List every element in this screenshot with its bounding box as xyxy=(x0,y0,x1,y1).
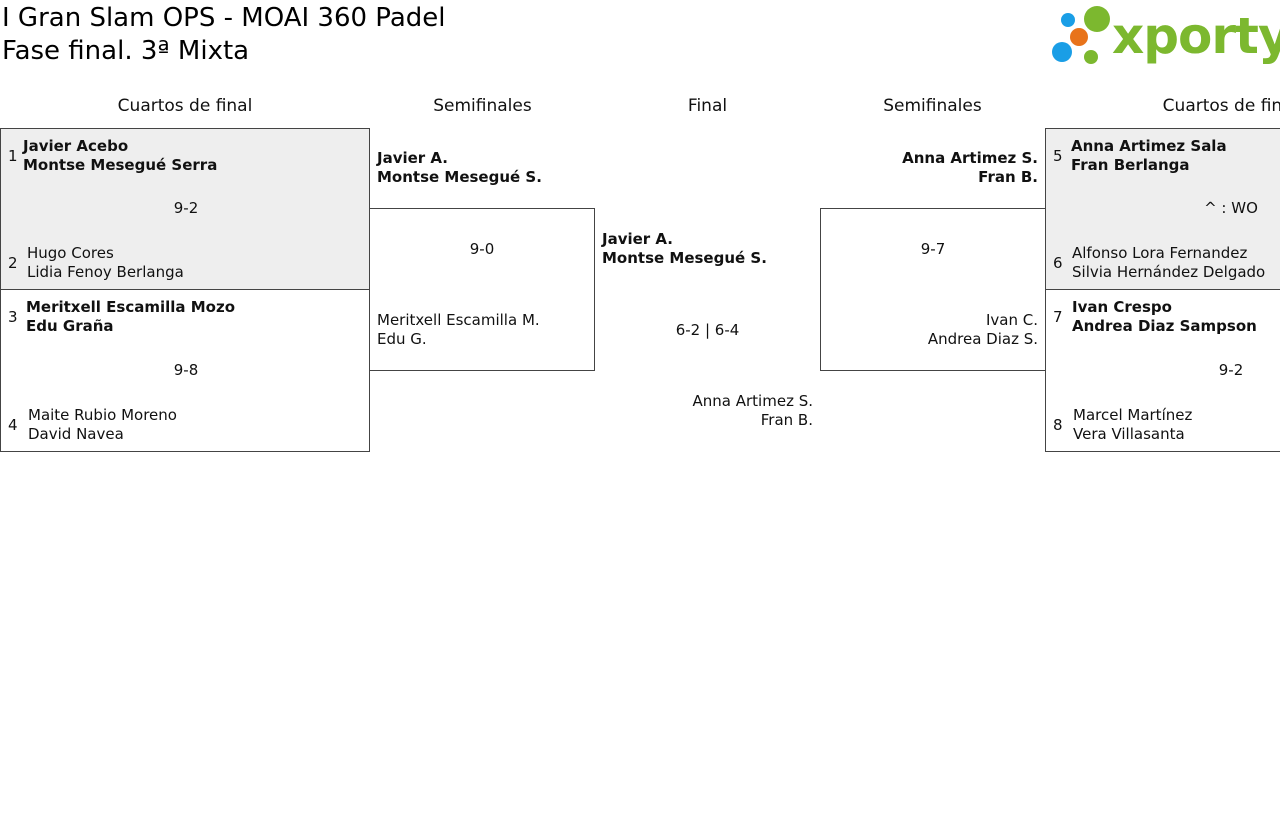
match-score: 9-2 xyxy=(173,199,199,217)
seed-number: 7 xyxy=(1053,308,1063,326)
team-bottom: Hugo Cores Lidia Fenoy Berlanga xyxy=(27,244,184,282)
player-name: Ivan C. xyxy=(985,311,1038,329)
round-header-final: Final xyxy=(687,96,728,116)
team-bottom: Ivan C. Andrea Diaz S. xyxy=(823,311,1038,349)
team-top: Meritxell Escamilla Mozo Edu Graña xyxy=(26,298,235,336)
player-name: David Navea xyxy=(28,425,124,443)
player-name: Andrea Diaz Sampson xyxy=(1072,317,1257,335)
final-team-top: Javier A. Montse Mesegué S. xyxy=(602,230,767,268)
player-name: Montse Mesegué S. xyxy=(602,249,767,267)
player-name: Meritxell Escamilla M. xyxy=(377,311,540,329)
seed-number: 4 xyxy=(8,416,18,434)
sf-right-team-top: Anna Artimez S. Fran B. xyxy=(822,149,1038,187)
player-name: Edu Graña xyxy=(26,317,114,335)
seed-number: 5 xyxy=(1053,147,1063,165)
match-score: 9-0 xyxy=(469,240,495,258)
team-top: Ivan Crespo Andrea Diaz Sampson xyxy=(1072,298,1257,336)
match-qf-left-2[interactable]: 3 Meritxell Escamilla Mozo Edu Graña 9-8… xyxy=(0,289,370,452)
final-team-bottom: Anna Artimez S. Fran B. xyxy=(600,392,813,430)
player-name: Montse Mesegué Serra xyxy=(23,156,218,174)
match-qf-right-1[interactable]: 5 Anna Artimez Sala Fran Berlanga ^ : WO… xyxy=(1045,128,1280,290)
team-top: Javier Acebo Montse Mesegué Serra xyxy=(23,137,217,175)
round-header-sf-right: Semifinales xyxy=(883,96,982,116)
final-score: 6-2 | 6-4 xyxy=(675,321,740,339)
player-name: Vera Villasanta xyxy=(1073,425,1185,443)
player-name: Meritxell Escamilla Mozo xyxy=(26,298,236,316)
match-score: 9-2 xyxy=(1218,361,1244,379)
seed-number: 3 xyxy=(8,308,18,326)
player-name: Hugo Cores xyxy=(27,244,114,262)
page-title: I Gran Slam OPS - MOAI 360 Padel xyxy=(2,3,446,33)
round-header-sf-left: Semifinales xyxy=(433,96,532,116)
player-name: Lidia Fenoy Berlanga xyxy=(27,263,184,281)
page-subtitle: Fase final. 3ª Mixta xyxy=(2,36,250,66)
player-name: Edu G. xyxy=(377,330,427,348)
player-name: Javier A. xyxy=(602,230,674,248)
seed-number: 6 xyxy=(1053,254,1063,272)
xporty-logo[interactable]: xporty xyxy=(1050,4,1280,68)
team-bottom: Marcel Martínez Vera Villasanta xyxy=(1073,406,1192,444)
match-sf-right[interactable]: 9-7 Ivan C. Andrea Diaz S. xyxy=(820,208,1046,371)
round-header-qf-right: Cuartos de final xyxy=(1162,96,1280,116)
team-top: Anna Artimez Sala Fran Berlanga xyxy=(1071,137,1227,175)
player-name: Javier A. xyxy=(377,149,449,167)
player-name: Anna Artimez S. xyxy=(692,392,813,410)
player-name: Fran B. xyxy=(760,411,813,429)
player-name: Fran B. xyxy=(978,168,1038,186)
player-name: Silvia Hernández Delgado xyxy=(1072,263,1266,281)
match-qf-right-2[interactable]: 7 Ivan Crespo Andrea Diaz Sampson 9-2 8 … xyxy=(1045,289,1280,452)
seed-number: 8 xyxy=(1053,416,1063,434)
round-header-qf-left: Cuartos de final xyxy=(117,96,253,116)
match-score: 9-8 xyxy=(173,361,199,379)
player-name: Ivan Crespo xyxy=(1072,298,1172,316)
logo-dots-icon xyxy=(1052,6,1110,64)
match-score: 9-7 xyxy=(920,240,946,258)
player-name: Marcel Martínez xyxy=(1073,406,1193,424)
sf-left-team-top: Javier A. Montse Mesegué S. xyxy=(377,149,542,187)
player-name: Anna Artimez Sala xyxy=(1071,137,1227,155)
match-sf-left[interactable]: 9-0 Meritxell Escamilla M. Edu G. xyxy=(369,208,595,371)
team-bottom: Meritxell Escamilla M. Edu G. xyxy=(377,311,540,349)
player-name: Fran Berlanga xyxy=(1071,156,1190,174)
team-bottom: Alfonso Lora Fernandez Silvia Hernández … xyxy=(1072,244,1265,282)
player-name: Anna Artimez S. xyxy=(902,149,1038,167)
logo-wordmark: xporty xyxy=(1112,7,1280,65)
match-score: ^ : WO xyxy=(1204,199,1258,217)
player-name: Javier Acebo xyxy=(23,137,129,155)
player-name: Maite Rubio Moreno xyxy=(28,406,177,424)
seed-number: 2 xyxy=(8,254,18,272)
player-name: Alfonso Lora Fernandez xyxy=(1072,244,1248,262)
player-name: Montse Mesegué S. xyxy=(377,168,542,186)
team-bottom: Maite Rubio Moreno David Navea xyxy=(28,406,177,444)
match-qf-left-1[interactable]: 1 Javier Acebo Montse Mesegué Serra 9-2 … xyxy=(0,128,370,290)
player-name: Andrea Diaz S. xyxy=(927,330,1038,348)
seed-number: 1 xyxy=(8,147,18,165)
